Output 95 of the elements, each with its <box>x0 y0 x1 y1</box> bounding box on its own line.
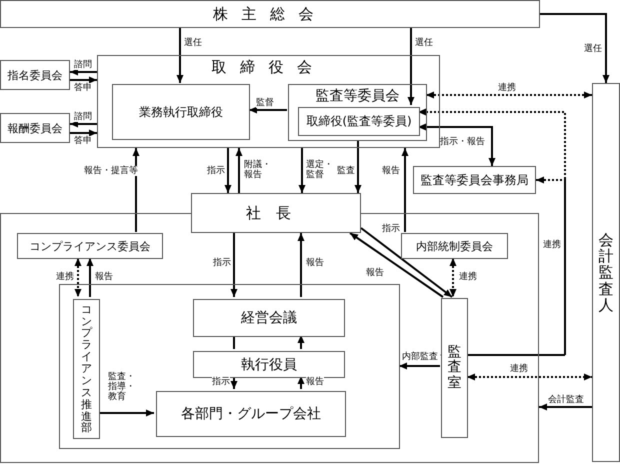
arrow <box>354 140 362 193</box>
arrow <box>176 28 184 83</box>
org-box <box>193 351 345 378</box>
node-text: 会計監査人 <box>598 232 614 313</box>
arrow <box>70 68 97 76</box>
node-text: コンプライアンス委員会 <box>30 238 150 254</box>
edge-label: 連携 <box>543 240 561 250</box>
node-text: 報酬委員会 <box>8 120 62 136</box>
connector-line <box>233 335 235 349</box>
node-text: 各部門・グループ会社 <box>181 405 321 423</box>
arrow <box>74 258 82 297</box>
node-text: 社長 <box>246 204 306 222</box>
arrow <box>450 258 456 297</box>
arrow <box>418 108 566 358</box>
org-box <box>0 60 70 90</box>
node-text: 取締役(監査等委員) <box>306 113 412 130</box>
edge-label: 選任 <box>184 38 202 48</box>
arrow <box>298 376 304 389</box>
group-box <box>97 55 440 148</box>
node-text: 内部統制委員会 <box>416 238 493 254</box>
arrow <box>70 130 97 136</box>
edge-label: 報告 <box>306 377 324 387</box>
edge-label: 連携 <box>510 364 528 374</box>
arrow <box>98 410 154 416</box>
arrow <box>360 227 453 298</box>
edge-label: 指示 <box>213 258 231 268</box>
org-box <box>73 299 100 439</box>
node-text: 監査室 <box>446 345 462 391</box>
org-box <box>401 233 508 259</box>
node-text: 経営会議 <box>241 309 297 327</box>
edge-label: 報告 <box>95 272 113 282</box>
edge-label: 報告 <box>366 268 384 278</box>
org-box <box>298 107 420 136</box>
arrow <box>132 148 140 232</box>
edge-label: 報告 <box>306 258 324 268</box>
arrow <box>70 120 97 128</box>
group-box <box>59 284 400 449</box>
edge-label: 監督 <box>256 98 274 108</box>
edge-label: 答申 <box>74 136 92 146</box>
arrow <box>418 124 496 166</box>
edge-label: 連携 <box>56 272 74 282</box>
edge-label: 連携 <box>498 83 516 93</box>
arrow <box>298 148 306 193</box>
edge-label: 諮問 <box>74 60 92 70</box>
edge-label: 監査 <box>337 166 355 176</box>
edge-label: 指示 <box>382 224 400 234</box>
edge-label: 選任 <box>584 44 602 54</box>
arrow <box>230 376 238 389</box>
arrow <box>540 13 610 83</box>
edge-label: 選任 <box>415 38 433 48</box>
edge-label: 連携 <box>459 272 477 282</box>
node-text: 監査等委員会事務局 <box>420 172 528 188</box>
arrow <box>230 233 238 297</box>
arrow <box>426 92 592 98</box>
arrow <box>298 335 304 349</box>
org-box <box>191 193 361 233</box>
arrow <box>249 106 287 114</box>
edge-label: 指示 <box>212 377 230 387</box>
arrow <box>539 404 592 410</box>
org-box <box>193 299 345 337</box>
org-box <box>112 84 250 140</box>
arrow <box>349 232 444 298</box>
edge-label: 答申 <box>74 83 92 93</box>
arrow <box>298 233 304 297</box>
group-box <box>288 84 427 141</box>
node-text: 指名委員会 <box>8 68 62 82</box>
arrow <box>236 148 242 193</box>
org-box <box>17 233 163 259</box>
org-box <box>413 166 536 194</box>
arrow <box>399 362 440 370</box>
arrow <box>224 148 232 193</box>
node-text: コンプライアンス推進部 <box>80 304 93 434</box>
edge-label: 指示・報告 <box>440 137 485 147</box>
node-text: 株主総会 <box>213 4 327 24</box>
node-text: 執行役員 <box>241 356 297 374</box>
org-box <box>0 0 540 28</box>
org-box <box>592 83 620 462</box>
node-text: 業務執行取締役 <box>139 104 223 120</box>
org-box <box>0 113 70 143</box>
org-box <box>156 391 346 437</box>
edge-label: 内部監査 <box>402 352 438 362</box>
arrow <box>408 28 414 105</box>
arrow <box>467 176 566 356</box>
edge-label: 指示 <box>207 166 225 176</box>
edge-label: 報告・提言等 <box>84 166 138 176</box>
arrow <box>86 258 94 297</box>
group-title: 取締役会 <box>212 58 326 77</box>
arrow <box>402 148 408 232</box>
arrow <box>467 374 592 380</box>
group-title: 監査等委員会 <box>316 87 400 105</box>
arrow <box>70 76 97 84</box>
edge-label: 会計監査 <box>548 395 584 405</box>
org-box <box>441 298 468 438</box>
edge-label: 諮問 <box>74 112 92 122</box>
edge-label: 報告 <box>382 166 400 176</box>
